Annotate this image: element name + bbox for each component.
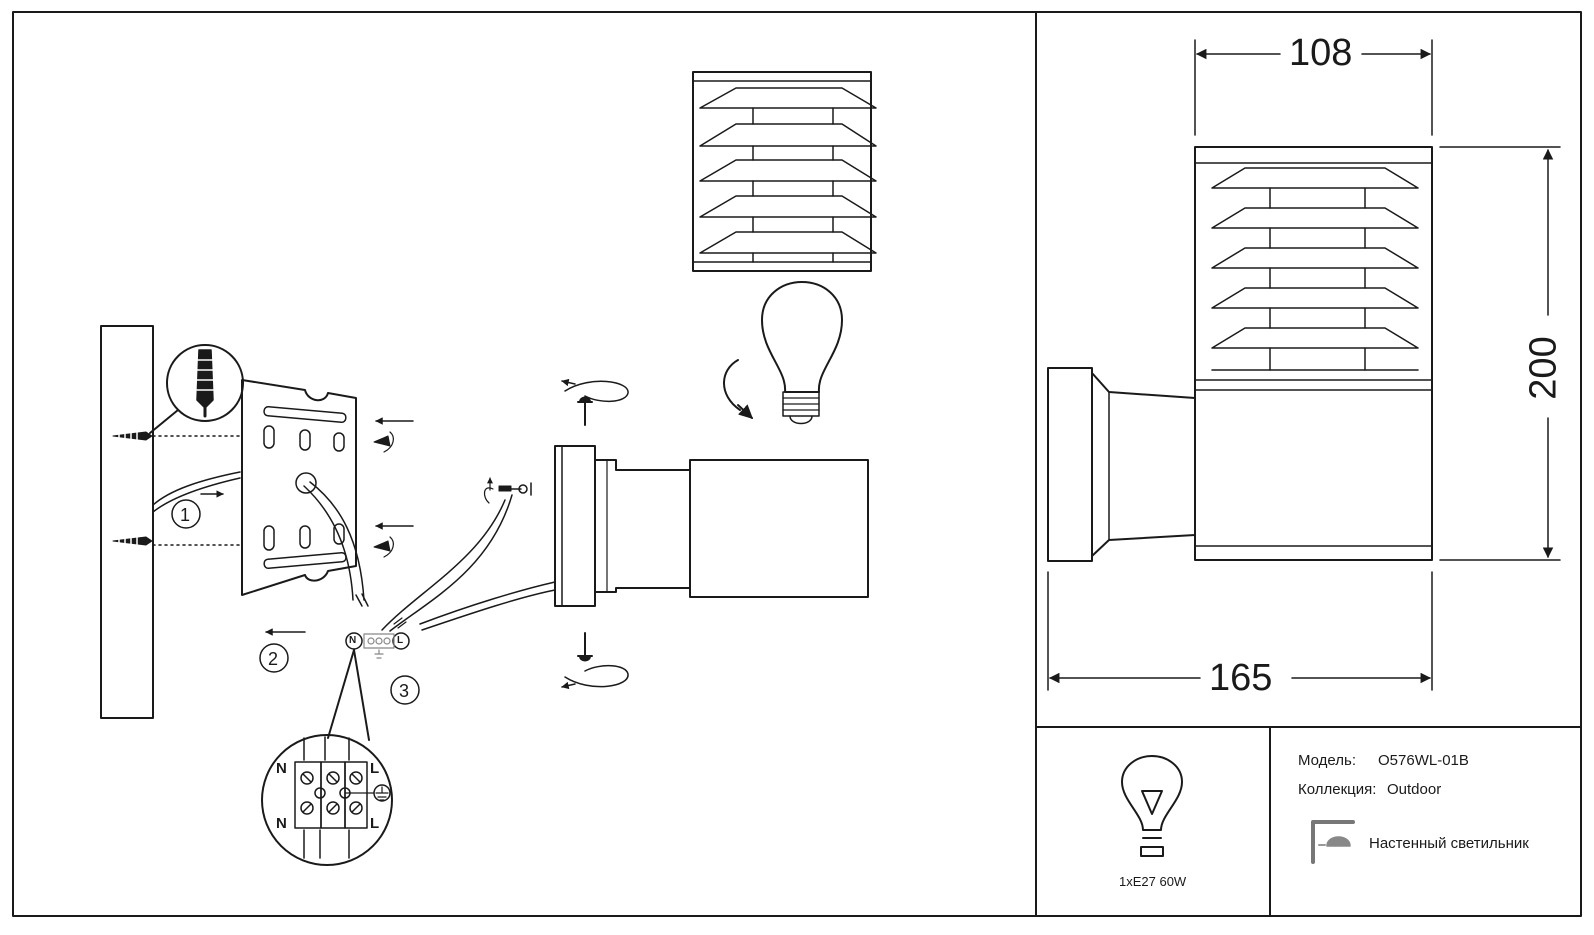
lamp-head-louver — [692, 71, 877, 272]
screw-icon — [373, 417, 414, 558]
terminal-block — [345, 632, 410, 659]
earth-icon — [345, 784, 391, 802]
step-markers — [171, 499, 420, 705]
step-3-label: 3 — [399, 681, 410, 701]
collection-value: Outdoor — [1387, 781, 1442, 798]
collection-label: Коллекция: — [1298, 781, 1377, 798]
mounting-plate — [241, 379, 357, 596]
lamp-type-bulb-icon — [1121, 755, 1183, 857]
wall-plug-bottom — [112, 535, 241, 547]
terminal-live-label: L — [397, 635, 404, 646]
detail-neutral-top-label: N — [276, 760, 287, 777]
supply-wires — [303, 481, 369, 607]
lamp-spec: 1xE27 60W — [1119, 874, 1187, 889]
wall-cable — [152, 471, 241, 513]
step-2-label: 2 — [268, 649, 279, 669]
model-label: Модель: — [1298, 752, 1357, 769]
step-1-label: 1 — [180, 505, 191, 525]
dimension-height: 200 — [1523, 330, 1565, 406]
lamp-front-view — [1047, 146, 1433, 562]
rotate-arrow-icon — [561, 378, 629, 690]
bulb-icon — [723, 281, 843, 425]
wall-plug-top — [112, 430, 241, 442]
model-value: O576WL-01B — [1378, 752, 1469, 769]
dimension-lines — [1047, 39, 1561, 691]
terminal-neutral-label: N — [349, 635, 357, 646]
wall-lamp-icon — [1311, 820, 1355, 864]
wall-plug-icon — [149, 344, 244, 434]
earth-screw — [483, 477, 532, 504]
wall-section — [100, 325, 154, 719]
sheet-frame — [12, 11, 1582, 917]
lamp-type-label: Настенный светильник — [1369, 835, 1529, 852]
terminal-detail — [261, 649, 393, 866]
detail-live-top-label: L — [370, 760, 380, 777]
lamp-wires — [381, 494, 556, 632]
dimension-width: 108 — [1283, 33, 1359, 73]
detail-neutral-bottom-label: N — [276, 815, 287, 832]
detail-live-bottom-label: L — [370, 815, 380, 832]
lamp-side-view — [554, 445, 869, 607]
dimension-depth: 165 — [1203, 658, 1279, 698]
